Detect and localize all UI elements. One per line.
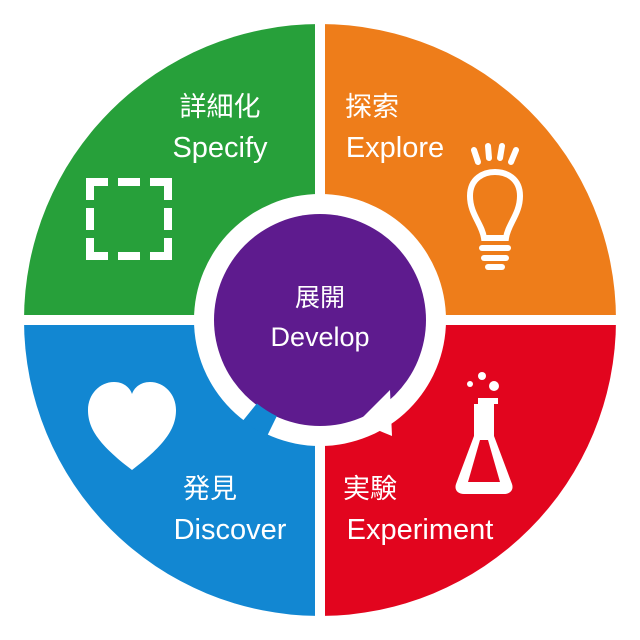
ring-break [243, 403, 278, 436]
center-circle [214, 214, 426, 426]
heart-icon [88, 382, 176, 470]
dashed-square-icon [86, 178, 172, 260]
explore-label-jp: 探索 [345, 92, 399, 123]
center-label-jp: 展開 [295, 283, 345, 312]
cycle-arrow-head [358, 390, 392, 436]
experiment-label-jp: 実験 [343, 474, 397, 505]
discover-label-jp: 発見 [183, 474, 237, 505]
lightbulb-icon [466, 143, 524, 270]
experiment-label-en: Experiment [347, 514, 494, 546]
explore-label-en: Explore [346, 132, 444, 164]
specify-label-en: Specify [172, 132, 268, 164]
flask-icon [455, 372, 513, 494]
center-label-en: Develop [270, 322, 369, 352]
specify-label-jp: 詳細化 [180, 92, 261, 123]
discover-label-en: Discover [174, 514, 287, 546]
